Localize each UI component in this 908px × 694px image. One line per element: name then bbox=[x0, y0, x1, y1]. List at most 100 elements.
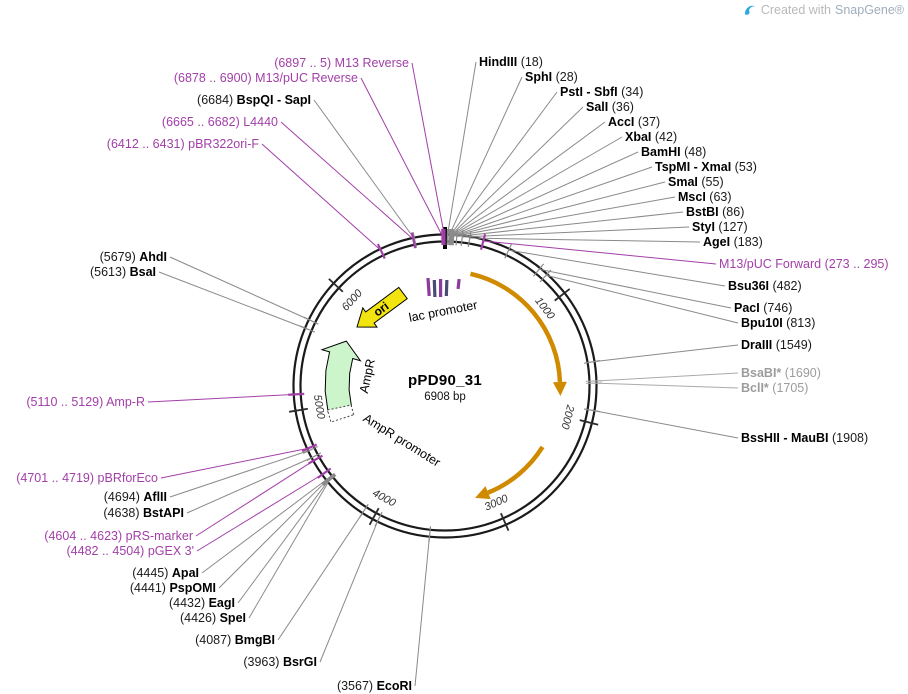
site-position: (1705) bbox=[772, 381, 809, 395]
site-name: StyI bbox=[692, 220, 715, 234]
site-position: (42) bbox=[654, 130, 678, 144]
connector-line bbox=[411, 62, 445, 237]
enzyme-label-bcli-: BclI* (1705) bbox=[741, 381, 808, 395]
connector-line bbox=[456, 211, 684, 237]
site-name: BsrGI bbox=[282, 655, 317, 669]
connector-line bbox=[449, 121, 606, 237]
enzyme-site-tick bbox=[460, 229, 464, 247]
primer-label-pgex-3-: (4482 .. 4504) pGEX 3' bbox=[67, 544, 195, 558]
site-name: DraIII bbox=[741, 338, 773, 352]
enzyme-label-bsshii-maubi: BssHII - MauBI (1908) bbox=[741, 431, 868, 445]
site-name: M13/pUC Forward bbox=[719, 257, 822, 271]
site-name: XbaI bbox=[625, 130, 652, 144]
connector-line bbox=[313, 99, 415, 240]
enzyme-label-draiii: DraIII (1549) bbox=[741, 338, 812, 352]
site-name: PspOMI bbox=[169, 581, 216, 595]
watermark: Created with SnapGene® bbox=[743, 3, 904, 17]
scale-tick-label: 5000 bbox=[311, 394, 327, 421]
enzyme-site-tick bbox=[451, 229, 454, 246]
site-name: M13 Reverse bbox=[334, 56, 409, 70]
primer-label-l4440: (6665 .. 6682) L4440 bbox=[162, 115, 278, 129]
site-name: BsaI bbox=[129, 265, 156, 279]
enzyme-label-bsai: (5613) BsaI bbox=[90, 265, 156, 279]
enzyme-site-tick bbox=[302, 445, 318, 454]
enzyme-site-tick bbox=[323, 474, 337, 486]
enzyme-label-bsrgi: (3963) BsrGI bbox=[243, 655, 317, 669]
site-name: AflII bbox=[143, 490, 167, 504]
enzyme-label-ahdi: (5679) AhdI bbox=[100, 250, 167, 264]
site-position: (5679) bbox=[99, 250, 136, 264]
site-position: (6412 .. 6431) bbox=[106, 137, 185, 151]
enzyme-label-bamhi: BamHI (48) bbox=[641, 145, 706, 159]
connector-line bbox=[594, 382, 739, 389]
site-position: (6665 .. 6682) bbox=[161, 115, 240, 129]
enzyme-label-bspqi-sapi: (6684) BspQI - SapI bbox=[197, 93, 311, 107]
site-position: (86) bbox=[722, 205, 745, 219]
scale-tick bbox=[579, 419, 599, 426]
connector-line bbox=[449, 91, 558, 237]
site-name: BssHII - MauBI bbox=[741, 431, 829, 445]
feature-bar bbox=[426, 277, 431, 297]
connector-line bbox=[160, 447, 309, 479]
site-name: BamHI bbox=[641, 145, 681, 159]
site-name: PstI - SbfI bbox=[560, 85, 618, 99]
ampr-promoter-feature bbox=[326, 404, 355, 423]
connector-line bbox=[452, 181, 666, 237]
scale-tick bbox=[288, 407, 309, 413]
enzyme-label-bpu10i: Bpu10I (813) bbox=[741, 316, 815, 330]
connector-line bbox=[592, 410, 739, 439]
connector-line bbox=[169, 256, 311, 321]
enzyme-label-bmgbi: (4087) BmgBI bbox=[195, 633, 275, 647]
primer-label-pbr322ori-f: (6412 .. 6431) pBR322ori-F bbox=[107, 137, 259, 151]
site-name: BstBI bbox=[686, 205, 719, 219]
site-position: (28) bbox=[555, 70, 578, 84]
site-name: Bpu10I bbox=[741, 316, 783, 330]
connector-line bbox=[319, 520, 379, 663]
enzyme-label-pspomi: (4441) PspOMI bbox=[130, 581, 216, 595]
enzyme-label-agei: AgeI (183) bbox=[703, 235, 763, 249]
site-name: BmgBI bbox=[234, 633, 275, 647]
connector-line bbox=[147, 393, 296, 403]
enzyme-site-tick bbox=[452, 229, 455, 246]
site-position: (3963) bbox=[243, 655, 280, 669]
ampr-feature-arrow bbox=[320, 340, 362, 413]
snapgene-logo-icon bbox=[744, 5, 755, 15]
site-position: (4441) bbox=[129, 581, 166, 595]
site-name: AhdI bbox=[139, 250, 167, 264]
connector-line bbox=[508, 249, 726, 287]
primer-label-m13-puc-reverse: (6878 .. 6900) M13/pUC Reverse bbox=[174, 71, 358, 85]
site-position: (4482 .. 4504) bbox=[66, 544, 145, 558]
site-position: (3567) bbox=[336, 679, 374, 693]
site-name: AgeI bbox=[703, 235, 731, 249]
scale-tick bbox=[500, 512, 510, 532]
orf-arrow-arc bbox=[469, 271, 563, 383]
connector-line bbox=[196, 473, 324, 552]
primer-label-prs-marker: (4604 .. 4623) pRS-marker bbox=[44, 529, 193, 543]
site-name: pBRforEco bbox=[97, 471, 158, 485]
site-name: BclI* bbox=[741, 381, 769, 395]
enzyme-label-styi: StyI (127) bbox=[692, 220, 748, 234]
enzyme-site-tick bbox=[533, 263, 545, 277]
site-position: (482) bbox=[772, 279, 802, 293]
watermark-created-with: Created with bbox=[760, 3, 832, 17]
enzyme-label-psti-sbfi: PstI - SbfI (34) bbox=[560, 85, 643, 99]
site-name: SpeI bbox=[219, 611, 246, 625]
connector-line bbox=[186, 456, 314, 514]
scale-tick bbox=[368, 507, 380, 526]
watermark-brand: SnapGene® bbox=[835, 3, 904, 17]
enzyme-site-tick bbox=[322, 474, 336, 486]
site-position: (37) bbox=[637, 115, 661, 129]
enzyme-label-bstbi: BstBI (86) bbox=[686, 205, 744, 219]
enzyme-label-tspmi-xmai: TspMI - XmaI (53) bbox=[655, 160, 757, 174]
connector-line bbox=[248, 480, 330, 619]
site-position: (127) bbox=[718, 220, 748, 234]
site-name: TspMI - XmaI bbox=[655, 160, 732, 174]
connector-line bbox=[195, 459, 315, 537]
site-position: (4445) bbox=[132, 566, 169, 580]
connector-line bbox=[592, 344, 739, 363]
connector-line bbox=[594, 372, 739, 382]
enzyme-site-tick bbox=[467, 231, 472, 248]
site-name: SphI bbox=[525, 70, 553, 84]
enzyme-label-paci: PacI (746) bbox=[734, 301, 792, 315]
